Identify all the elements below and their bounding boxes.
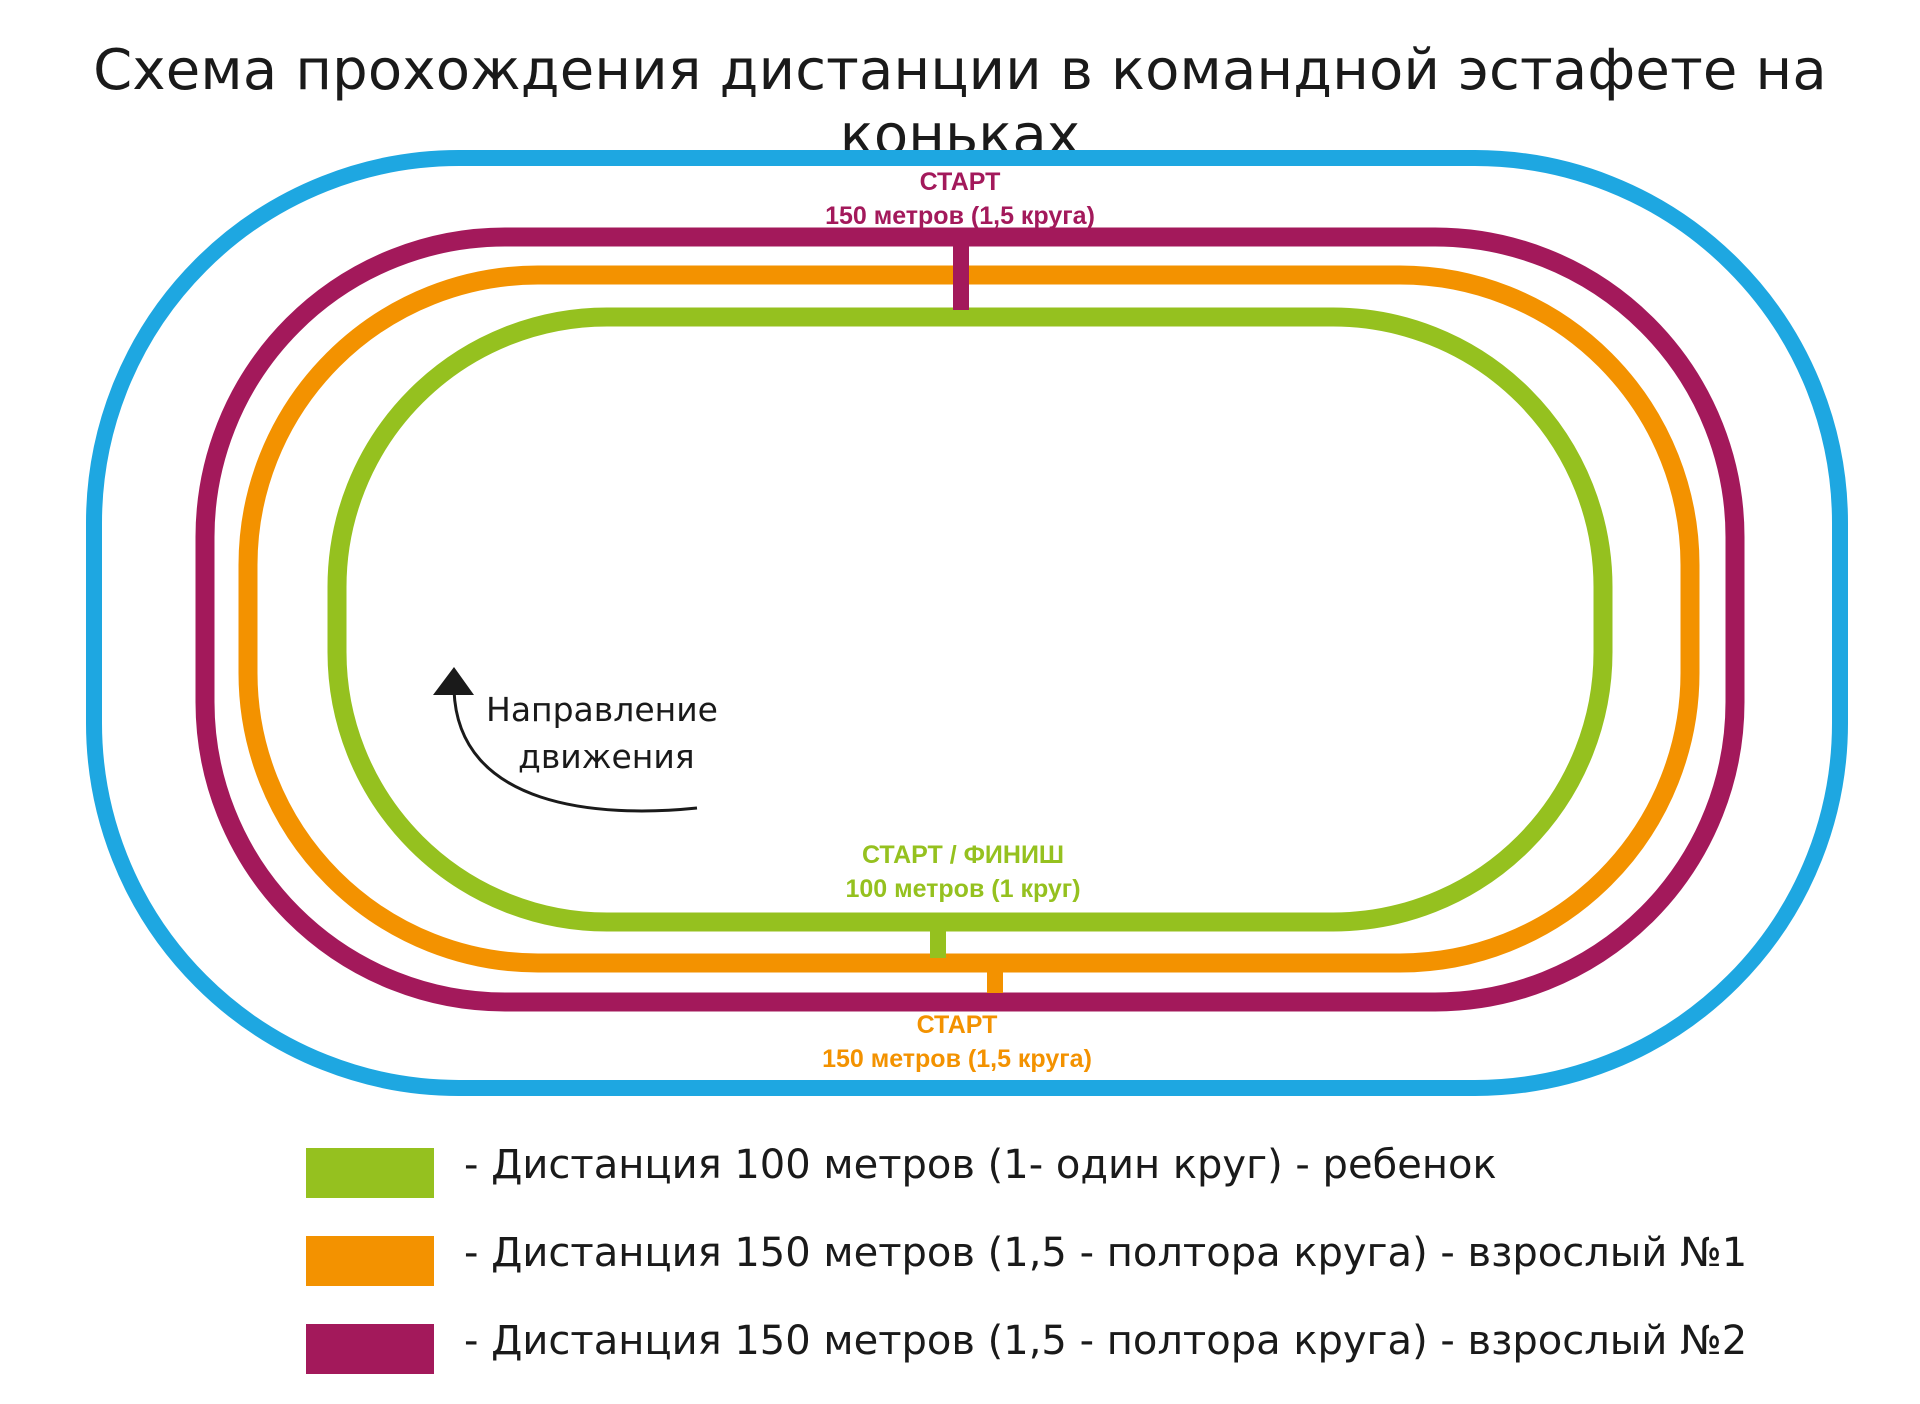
rink-outline [86,150,1848,1096]
bottom-start-label: СТАРТ [917,1011,998,1039]
direction-label-line2: движения [518,737,695,776]
legend-text-child: - Дистанция 100 метров (1- один круг) - … [464,1142,1497,1188]
start-mark-adult2 [953,246,969,310]
legend-swatch-child [306,1148,434,1198]
start-finish-distance: 100 метров (1 круг) [845,875,1080,903]
start-finish-label: СТАРТ / ФИНИШ [862,841,1064,869]
diagram-title: Схема прохождения дистанции в командной … [93,38,1827,168]
legend-text-adult2: - Дистанция 150 метров (1,5 - полтора кр… [464,1318,1748,1364]
track-adult2 [195,227,1745,1012]
start-mark-adult1 [987,963,1003,993]
track-diagram: СТАРТ 150 метров (1,5 круга) СТАРТ / ФИН… [86,150,1848,1096]
legend-swatch-adult2 [306,1324,434,1374]
bottom-start-distance: 150 метров (1,5 круга) [822,1045,1092,1073]
legend-swatch-adult1 [306,1236,434,1286]
start-mark-child [930,922,946,958]
curved-arrow-up-icon [433,667,698,813]
top-start-distance: 150 метров (1,5 круга) [825,202,1095,230]
top-start-label: СТАРТ [920,168,1001,196]
direction-label-line1: Направление [486,690,718,729]
track-child [327,307,1613,932]
legend-text-adult1: - Дистанция 150 метров (1,5 - полтора кр… [464,1230,1748,1276]
